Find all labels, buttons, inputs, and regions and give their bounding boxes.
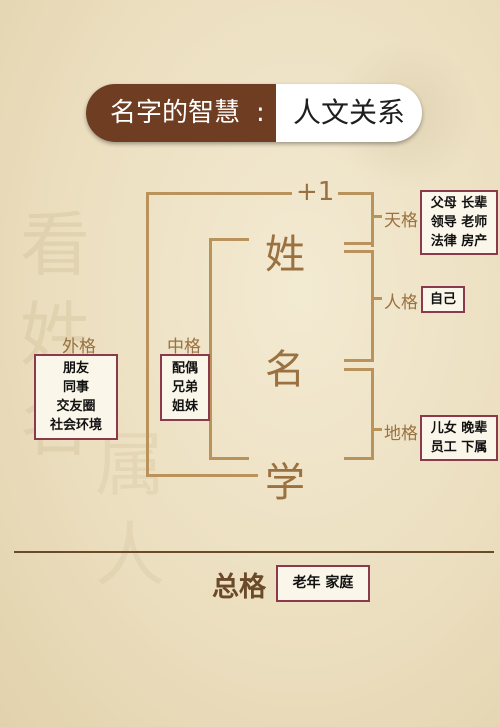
char-xue: 学 [265,460,305,506]
waige-box: 朋友 同事 交友圈 社会环境 [34,354,118,440]
tiange-item: 父母 长辈 [430,196,488,211]
di-bracket-bottom [344,457,374,460]
zhongge-box: 配偶 兄弟 姐妹 [160,354,210,421]
di-connector [374,428,382,431]
zhongge-item: 姐妹 [171,399,198,414]
waige-label: 外格 [62,337,96,357]
char-xing: 姓 [265,232,305,278]
outer-bracket-top [146,192,292,195]
outer-bracket-top-right [338,192,374,195]
zhongge-item: 配偶 [171,361,198,376]
waige-item: 社会环境 [49,418,102,433]
title-banner: 名字的智慧 : 人文关系 [86,84,422,142]
ren-connector [374,297,382,300]
zhongge-label: 中格 [167,337,201,357]
di-bracket-top [344,368,374,371]
waige-item: 交友圈 [56,399,96,414]
dige-label: 地格 [384,424,418,444]
zongge-box: 老年 家庭 [276,565,370,602]
zongge-label: 总格 [212,572,266,603]
tian-connector [374,215,382,218]
tiange-label: 天格 [384,211,418,231]
renge-label: 人格 [384,293,418,313]
background-calligraphy-2: 属人 [95,424,165,596]
title-sub: 人文关系 [292,96,405,129]
inner-bracket-bottom [209,457,249,460]
zongge-item: 老年 家庭 [292,575,354,591]
inner-bracket-left [209,238,212,460]
ren-bracket-bottom [344,359,374,362]
tiange-box: 父母 长辈 领导 老师 法律 房产 [420,190,498,255]
char-ming: 名 [265,347,305,393]
waige-item: 朋友 [62,361,89,376]
tian-bracket-vertical [371,192,374,247]
plus-one-label: +1 [296,177,335,207]
inner-bracket-top [209,238,249,241]
title-main: 名字的智慧 [86,84,264,142]
tiange-item: 法律 房产 [430,234,488,249]
dige-item: 员工 下属 [430,440,488,455]
waige-item: 同事 [62,380,89,395]
xing-right-tick-2 [344,250,374,253]
xing-right-tick-1 [344,242,374,245]
di-bracket-vertical [371,368,374,460]
dige-item: 儿女 晚辈 [430,421,488,436]
title-colon: : [256,84,276,142]
zhongge-item: 兄弟 [171,380,198,395]
tiange-item: 领导 老师 [430,215,488,230]
outer-bracket-bottom [146,474,258,477]
divider-line [14,551,494,553]
dige-box: 儿女 晚辈 员工 下属 [420,415,498,461]
renge-item: 自己 [429,292,456,307]
ren-bracket-vertical [371,250,374,362]
renge-box: 自己 [421,286,465,313]
outer-bracket-left [146,192,149,477]
